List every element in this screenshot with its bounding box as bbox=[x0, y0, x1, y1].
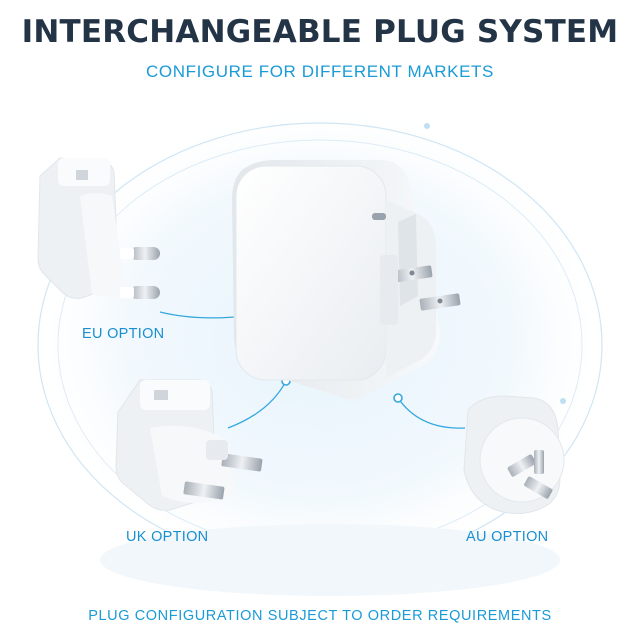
footer-note: PLUG CONFIGURATION SUBJECT TO ORDER REQU… bbox=[88, 608, 552, 624]
uk-plug-grip bbox=[154, 390, 168, 400]
eu-option-label: EU OPTION bbox=[82, 326, 165, 342]
orbit-dot bbox=[560, 398, 566, 404]
floor-ellipse bbox=[100, 524, 560, 596]
eu-plug bbox=[37, 157, 160, 299]
au-plug bbox=[463, 395, 565, 514]
page-title: INTERCHANGEABLE PLUG SYSTEM bbox=[21, 14, 619, 50]
connector-au-dot bbox=[393, 393, 403, 403]
charger-unit bbox=[232, 160, 461, 400]
prong-base bbox=[380, 255, 398, 325]
eu-pin-bottom bbox=[130, 286, 160, 299]
au-option-label: AU OPTION bbox=[466, 529, 549, 545]
uk-pin-top bbox=[221, 453, 263, 472]
eu-pin-collar bbox=[120, 287, 134, 298]
fold-prong-slot bbox=[398, 214, 418, 306]
uk-pin-bottom bbox=[183, 481, 225, 500]
connector-au bbox=[397, 397, 466, 429]
au-pin-right bbox=[524, 476, 553, 499]
eu-plug-grip bbox=[76, 170, 88, 180]
eu-pin-top bbox=[130, 247, 160, 260]
eu-pin-collar bbox=[120, 248, 134, 259]
au-pin-center bbox=[534, 450, 544, 474]
page-subtitle: CONFIGURE FOR DIFFERENT MARKETS bbox=[146, 62, 494, 81]
usb-c-port bbox=[372, 213, 386, 220]
prong-hole bbox=[409, 270, 415, 276]
uk-plug bbox=[115, 379, 263, 511]
orbit-dot bbox=[424, 123, 430, 129]
uk-option-label: UK OPTION bbox=[126, 529, 209, 545]
uk-pin-hub bbox=[206, 440, 228, 460]
connector-uk bbox=[227, 380, 287, 429]
eu-plug-face bbox=[80, 193, 126, 297]
uk-plug-top-face bbox=[140, 380, 210, 410]
au-pin-left bbox=[507, 454, 536, 477]
prong-hole bbox=[437, 298, 443, 304]
